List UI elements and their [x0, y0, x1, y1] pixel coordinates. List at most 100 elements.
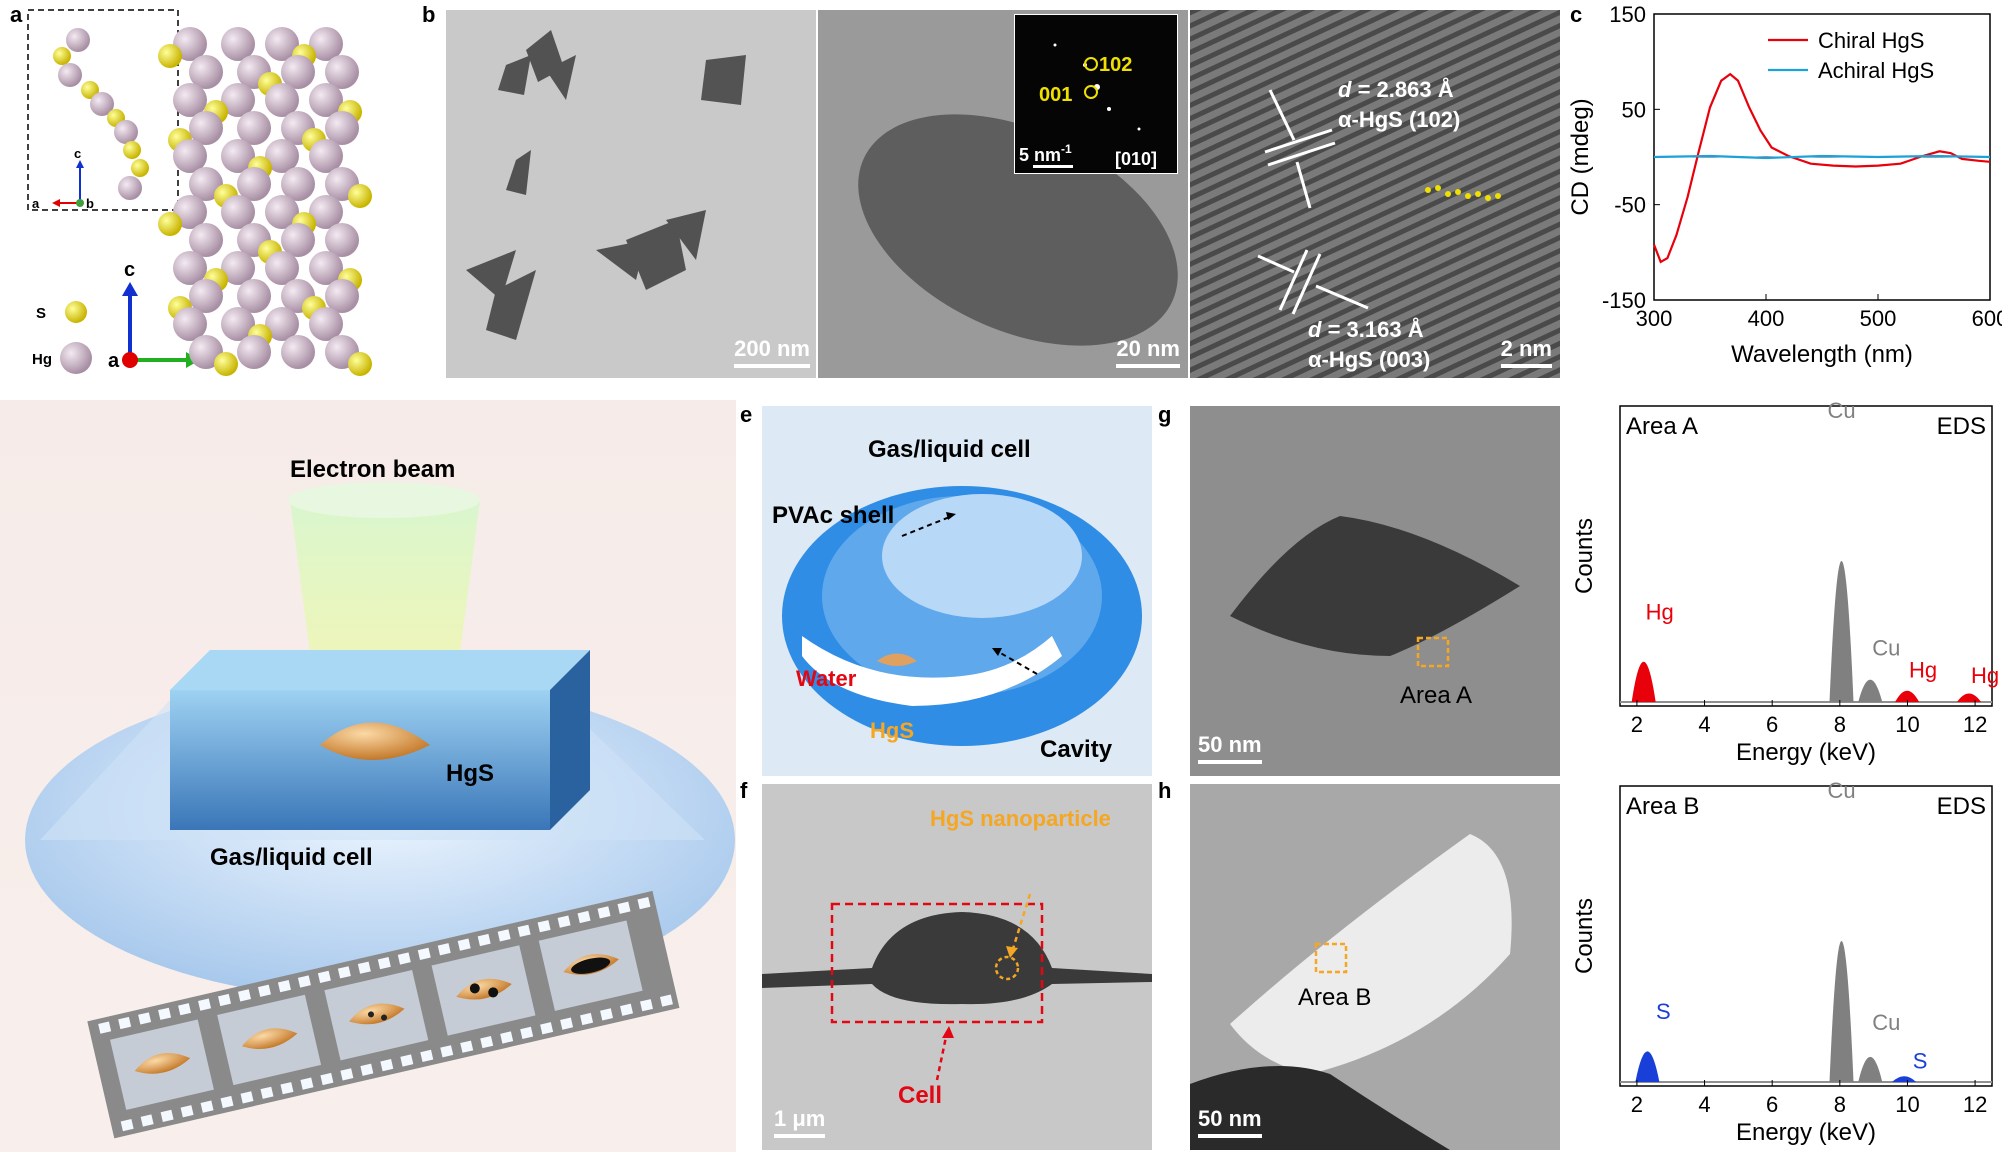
- electron-beam-label: Electron beam: [290, 456, 456, 483]
- peak-label: Cu: [1827, 780, 1855, 803]
- panel-label-b: b: [422, 2, 436, 27]
- hgs-particle-icon: [877, 653, 917, 666]
- film-hole: [120, 1118, 134, 1132]
- eds-title: EDS: [1937, 793, 1986, 820]
- film-hole: [340, 1068, 354, 1081]
- cell-title: Gas/liquid cell: [868, 436, 1031, 463]
- peak-label: Hg: [1646, 599, 1674, 624]
- legend-label: Achiral HgS: [1818, 58, 1934, 83]
- small-axis-b: b: [86, 196, 94, 211]
- area-a-label: Area A: [1400, 682, 1473, 709]
- film-hole: [158, 1007, 172, 1020]
- hg-atom: [309, 195, 343, 229]
- fft-pattern: 102 001 5 nm-1 [010]: [1019, 43, 1157, 169]
- hg-atom: [265, 307, 299, 341]
- scale-bar-2nm: 2 nm: [1500, 336, 1552, 368]
- film-hole: [440, 1045, 454, 1058]
- d-spacing-102-label: d = 2.863 Å α-HgS (102): [1338, 77, 1461, 132]
- crystal-structure-figure: c a b S Hg c a b: [27, 9, 372, 376]
- film-hole: [640, 999, 653, 1012]
- film-hole: [180, 1105, 194, 1118]
- film-hole: [537, 920, 551, 933]
- s-atom: [348, 184, 372, 208]
- film-strip: [87, 890, 680, 1139]
- hg-atom: [265, 83, 299, 117]
- axis-c-label: c: [124, 259, 135, 281]
- peak-label: Hg: [1909, 657, 1937, 682]
- panel-label-f: f: [740, 778, 748, 803]
- film-hole: [357, 961, 371, 974]
- d-spacing-003-label: d = 3.163 Å α-HgS (003): [1308, 317, 1431, 372]
- film-hole: [597, 906, 611, 919]
- hg-atom: [173, 251, 207, 285]
- scale-bar-50nm-g: 50 nm: [1198, 732, 1262, 764]
- film-hole: [420, 1049, 434, 1063]
- film-hole: [617, 901, 631, 914]
- film-hole: [280, 1082, 294, 1095]
- hg-atom: [221, 195, 255, 229]
- scale-bar-1um: 1 μm: [774, 1106, 826, 1138]
- legend-label: Chiral HgS: [1818, 28, 1924, 53]
- y-axis-label: Counts: [1571, 518, 1598, 594]
- eds-area-title: Area B: [1626, 793, 1699, 820]
- particle-bright: [1190, 834, 1512, 1150]
- x-tick-label: 2: [1631, 1092, 1643, 1117]
- eds-peak-cu: [1829, 561, 1854, 702]
- hg-atom: [325, 279, 359, 313]
- cell-region-box: [830, 902, 1044, 1024]
- helix-chain: [53, 28, 149, 200]
- peak-label: Cu: [1872, 1010, 1900, 1035]
- film-hole: [557, 915, 571, 928]
- area-b-box: [1314, 942, 1348, 974]
- d-spacing-markers: [1257, 89, 1369, 315]
- schematic-setup-figure: [25, 482, 735, 1139]
- series-line-chiral-hgs: [1652, 72, 1991, 264]
- peak-label: S: [1913, 1048, 1928, 1073]
- peak-label: Cu: [1827, 400, 1855, 423]
- hg-atom: [237, 335, 271, 369]
- plot-frame: [1619, 405, 1993, 707]
- hg-atom: [237, 111, 271, 145]
- y-tick-label: -50: [1614, 193, 1646, 218]
- haadf-image-area-a: Area A 50 nm: [1190, 406, 1560, 776]
- hg-atom: [189, 279, 223, 313]
- film-hole: [417, 947, 431, 960]
- hg-atom: [325, 111, 359, 145]
- hg-atom: [173, 83, 207, 117]
- hg-atom: [173, 307, 207, 341]
- film-hole: [517, 924, 531, 937]
- film-hole: [397, 952, 411, 965]
- area-b-label: Area B: [1298, 984, 1372, 1011]
- hg-atom: [173, 139, 207, 173]
- hg-atom-label: Hg: [32, 351, 52, 368]
- particle-dark: [1230, 516, 1520, 668]
- film-hole: [218, 993, 231, 1007]
- film-hole: [337, 966, 351, 979]
- eds-peak-s: [1635, 1051, 1660, 1082]
- eds-peak-hg: [1957, 693, 1982, 702]
- film-hole: [540, 1022, 554, 1035]
- hg-atom: [325, 223, 359, 257]
- hg-atom: [173, 195, 207, 229]
- film-hole: [620, 1003, 634, 1016]
- film-hole: [380, 1059, 394, 1072]
- gas-liquid-cell-diagram: Gas/liquid cell PVAc shell Water HgS Cav…: [762, 406, 1152, 776]
- hgs-cell-label: HgS: [870, 718, 914, 743]
- hg-atom-legend-icon: [60, 342, 92, 374]
- pvac-shell-label: PVAc shell: [772, 502, 895, 529]
- scale-bar-200nm: 200 nm: [734, 336, 810, 368]
- lattice-structure: [158, 27, 372, 376]
- film-hole: [577, 910, 591, 924]
- hg-atom: [309, 307, 343, 341]
- tem-image-single-particle: 102 001 5 nm-1 [010] 20 nm: [818, 10, 1188, 378]
- film-hole: [497, 929, 511, 942]
- film-hole: [437, 943, 451, 956]
- s-atom: [214, 352, 238, 376]
- eds-title: EDS: [1937, 413, 1986, 440]
- peak-label: S: [1656, 999, 1671, 1024]
- hg-atom: [173, 27, 207, 61]
- hg-atom: [309, 251, 343, 285]
- hrtem-image: d = 2.863 Å α-HgS (102) d = 3.163 Å α-Hg…: [1190, 10, 1560, 378]
- s-atom: [348, 352, 372, 376]
- film-hole: [360, 1063, 374, 1076]
